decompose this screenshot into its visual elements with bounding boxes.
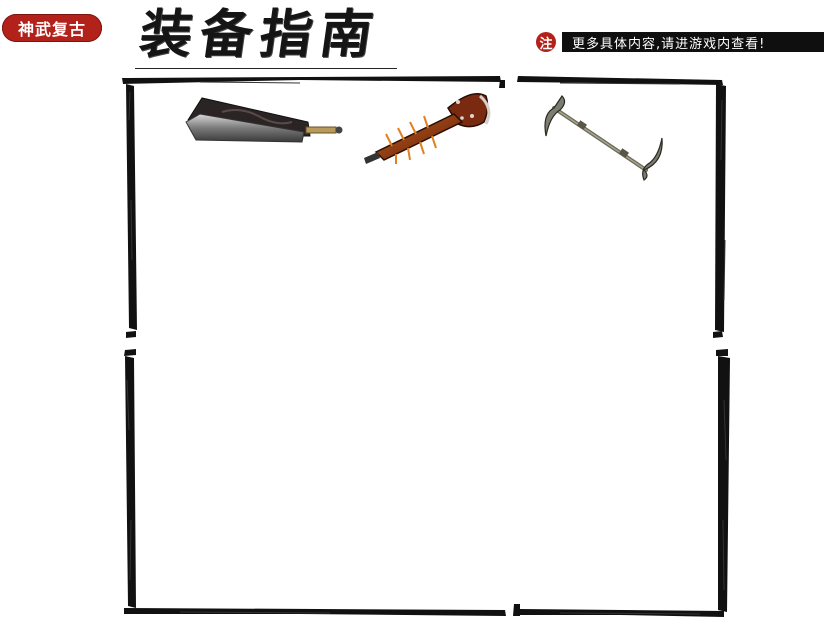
brush-frame-strokes bbox=[122, 76, 730, 617]
title-underline bbox=[135, 68, 397, 69]
double-scythe-icon bbox=[544, 95, 663, 181]
note-banner: 更多具体内容,请进游戏内查看! bbox=[562, 32, 824, 52]
spiked-axe-icon bbox=[364, 93, 491, 164]
cleaver-blade-icon bbox=[185, 97, 343, 143]
site-badge: 神武复古 bbox=[2, 14, 102, 42]
note-mark-icon: 注 bbox=[536, 32, 556, 52]
